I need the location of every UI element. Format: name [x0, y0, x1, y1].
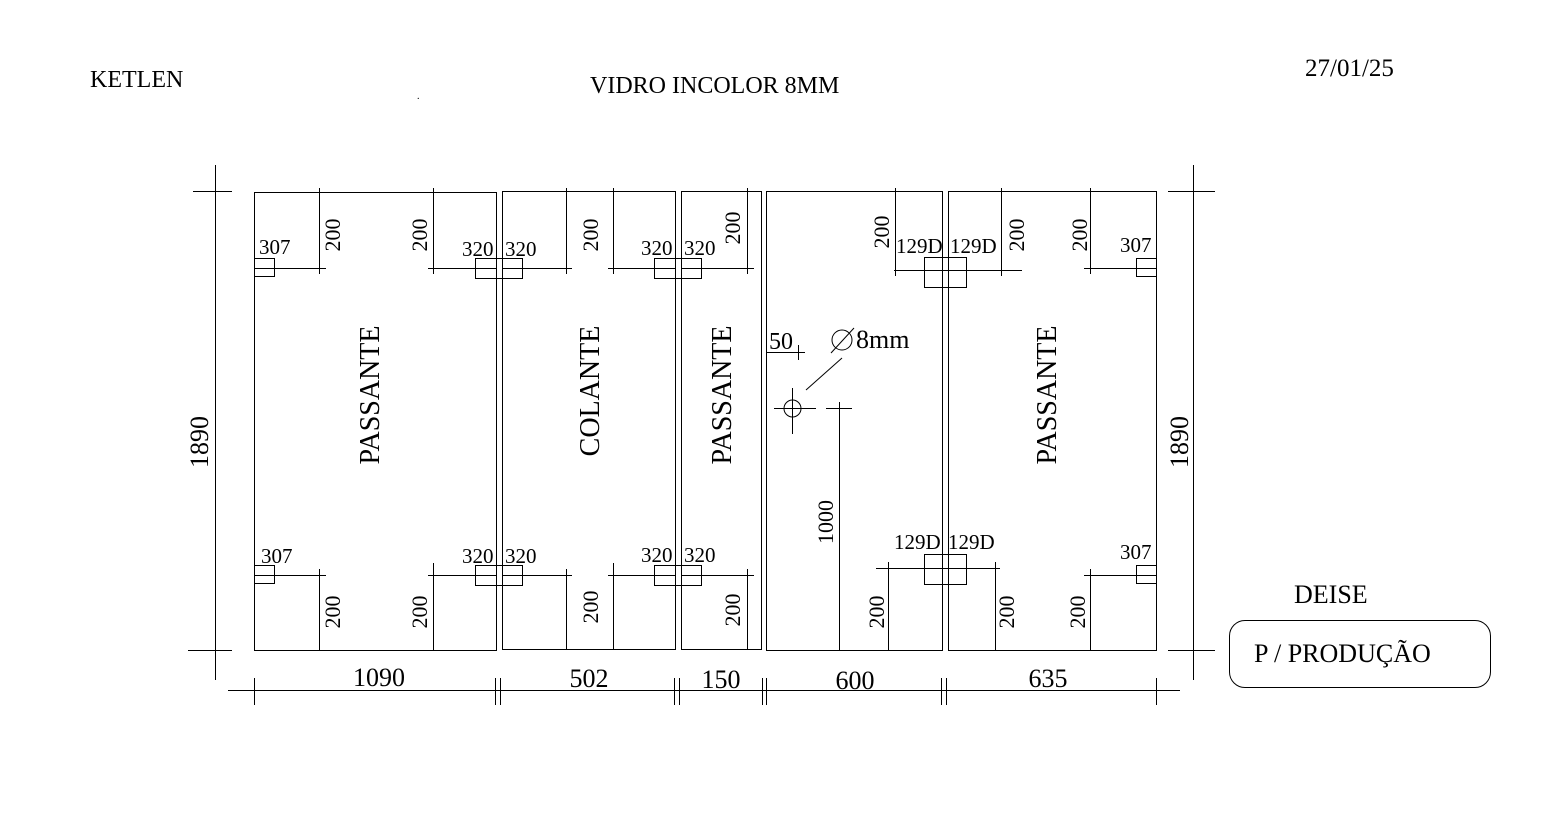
dim-320: 320 [505, 544, 537, 568]
dim-50: 50 [769, 329, 793, 355]
dim-200: 200 [1004, 219, 1029, 252]
dim-200: 200 [869, 216, 894, 249]
drawing-date: 27/01/25 [1305, 55, 1394, 82]
panel-5-label: PASSANTE [1032, 325, 1063, 464]
panel-4-outline [766, 191, 943, 651]
dim-200: 200 [320, 596, 345, 629]
dim-129d: 129D [896, 234, 943, 258]
dim-129d: 129D [948, 530, 995, 554]
dim-320: 320 [505, 237, 537, 261]
dim-129d: 129D [950, 234, 997, 258]
panel-2-outline [502, 191, 676, 650]
dim-307: 307 [1120, 540, 1152, 564]
client-name: KETLEN [90, 67, 184, 93]
dim-129d: 129D [894, 530, 941, 554]
dim-200: 200 [407, 596, 432, 629]
dim-200: 200 [320, 219, 345, 252]
panel-1-width: 1090 [353, 663, 405, 692]
dim-1000: 1000 [813, 500, 838, 544]
dim-320: 320 [462, 544, 494, 568]
panel-3-width: 150 [702, 665, 741, 694]
height-dim-left: 1890 [185, 416, 214, 468]
dim-320: 320 [641, 543, 673, 567]
dim-200: 200 [864, 596, 889, 629]
dim-307: 307 [261, 544, 293, 568]
panel-3-outline [681, 191, 762, 650]
panel-3-label: PASSANTE [707, 325, 738, 464]
panel-2-label: COLANTE [575, 326, 606, 457]
approver-name: DEISE [1294, 580, 1368, 609]
panel-1-label: PASSANTE [355, 325, 386, 464]
production-status-text: P / PRODUÇÃO [1254, 639, 1431, 668]
dim-320: 320 [462, 237, 494, 261]
dim-200: 200 [1065, 596, 1090, 629]
dim-307: 307 [1120, 233, 1152, 257]
drawing-title: VIDRO INCOLOR 8MM [590, 73, 840, 99]
dim-200: 200 [720, 212, 745, 245]
panel-5-width: 635 [1029, 664, 1068, 693]
panel-5-outline [948, 191, 1157, 651]
dim-200: 200 [1067, 219, 1092, 252]
dim-200: 200 [407, 219, 432, 252]
panel-2-width: 502 [570, 664, 609, 693]
dim-320: 320 [641, 236, 673, 260]
dim-320: 320 [684, 543, 716, 567]
panel-1-outline [254, 192, 497, 651]
stray-dot: . [417, 91, 420, 102]
height-dim-right: 1890 [1165, 416, 1194, 468]
panel-4-width: 600 [836, 666, 875, 695]
dim-320: 320 [684, 236, 716, 260]
dim-200: 200 [578, 591, 603, 624]
dim-200: 200 [578, 219, 603, 252]
production-status-badge: P / PRODUÇÃO [1229, 620, 1491, 688]
hole-diameter: 8mm [856, 325, 909, 354]
dim-200: 200 [720, 594, 745, 627]
dim-200: 200 [994, 596, 1019, 629]
dim-307: 307 [259, 235, 291, 259]
